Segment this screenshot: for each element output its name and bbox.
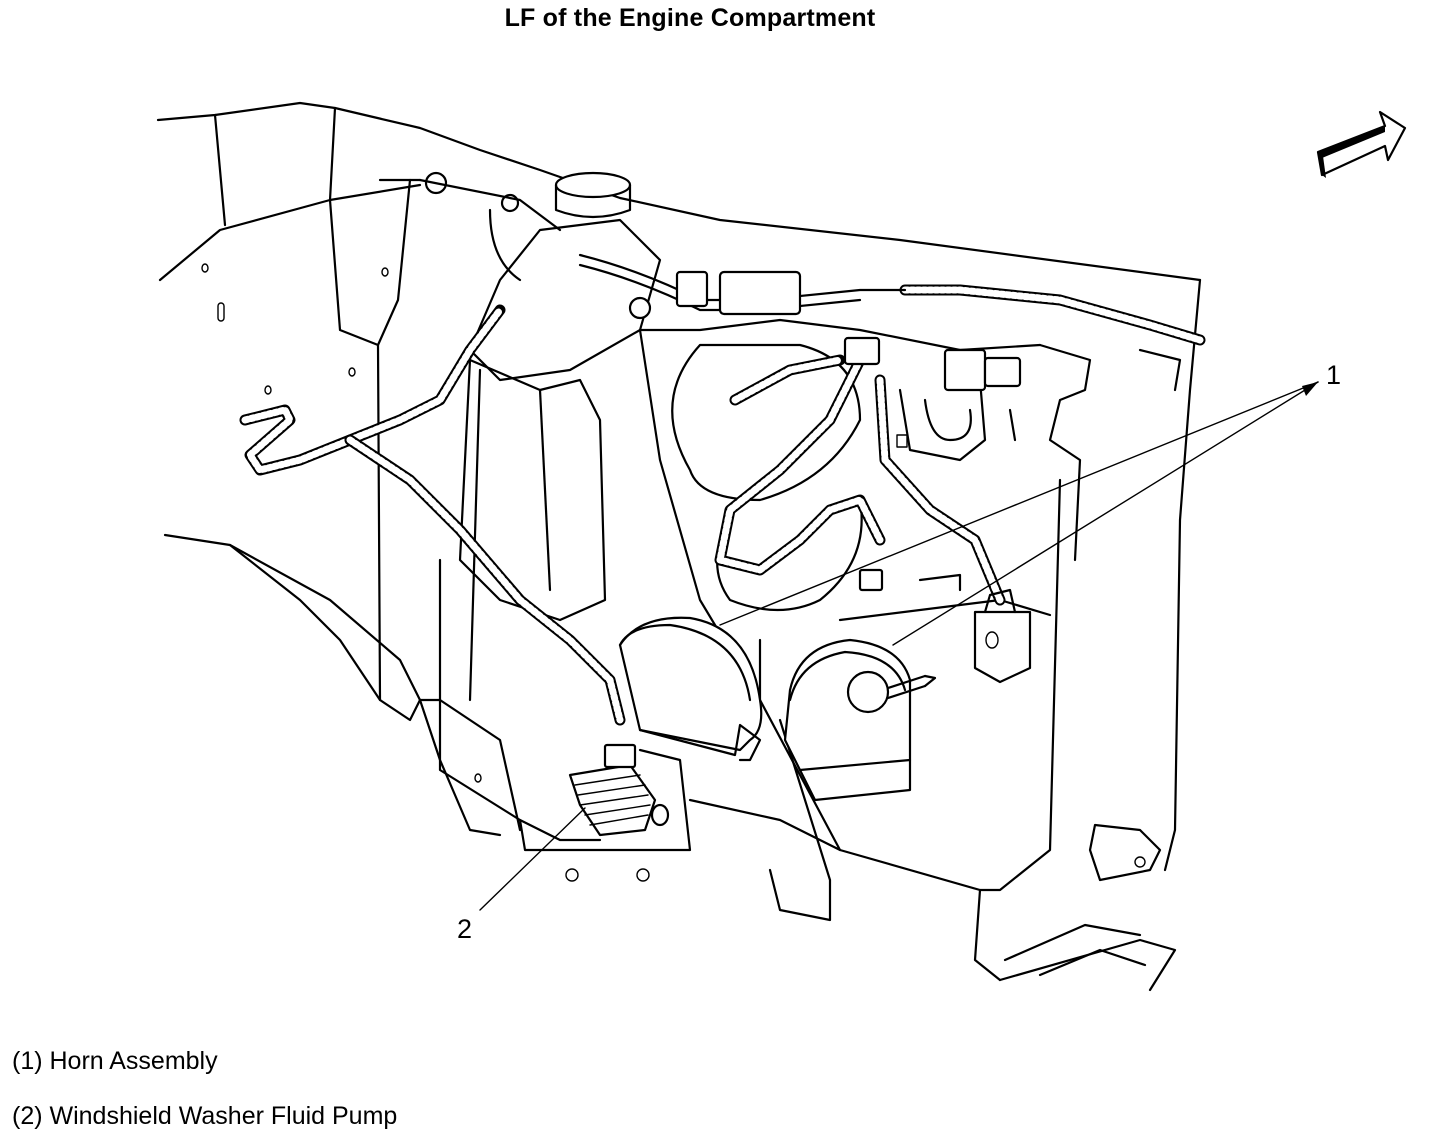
left-fender-structure [156,101,1202,837]
legend-item-washer-fluid-pump: (2) Windshield Washer Fluid Pump [12,1102,398,1130]
callout-1: 1 [1326,360,1341,390]
leader-line-2 [479,807,586,911]
leader-line-1a [719,381,1319,626]
legend-item-horn-assembly: (1) Horn Assembly [12,1047,218,1075]
horn-right [783,588,1032,802]
washer-fluid-reservoir [438,171,692,882]
callout-leaders [479,381,1319,911]
leader-line-1b [892,381,1319,646]
horn-left [618,616,763,762]
washer-fluid-pump [568,743,670,837]
callout-2: 2 [457,914,472,944]
radiator-support [973,278,1202,992]
engine-compartment-diagram: 1 2 [156,101,1407,992]
forward-direction-arrow-icon [1316,110,1407,178]
page-title: LF of the Engine Compartment [504,4,876,32]
wiring-harness [239,171,1206,726]
